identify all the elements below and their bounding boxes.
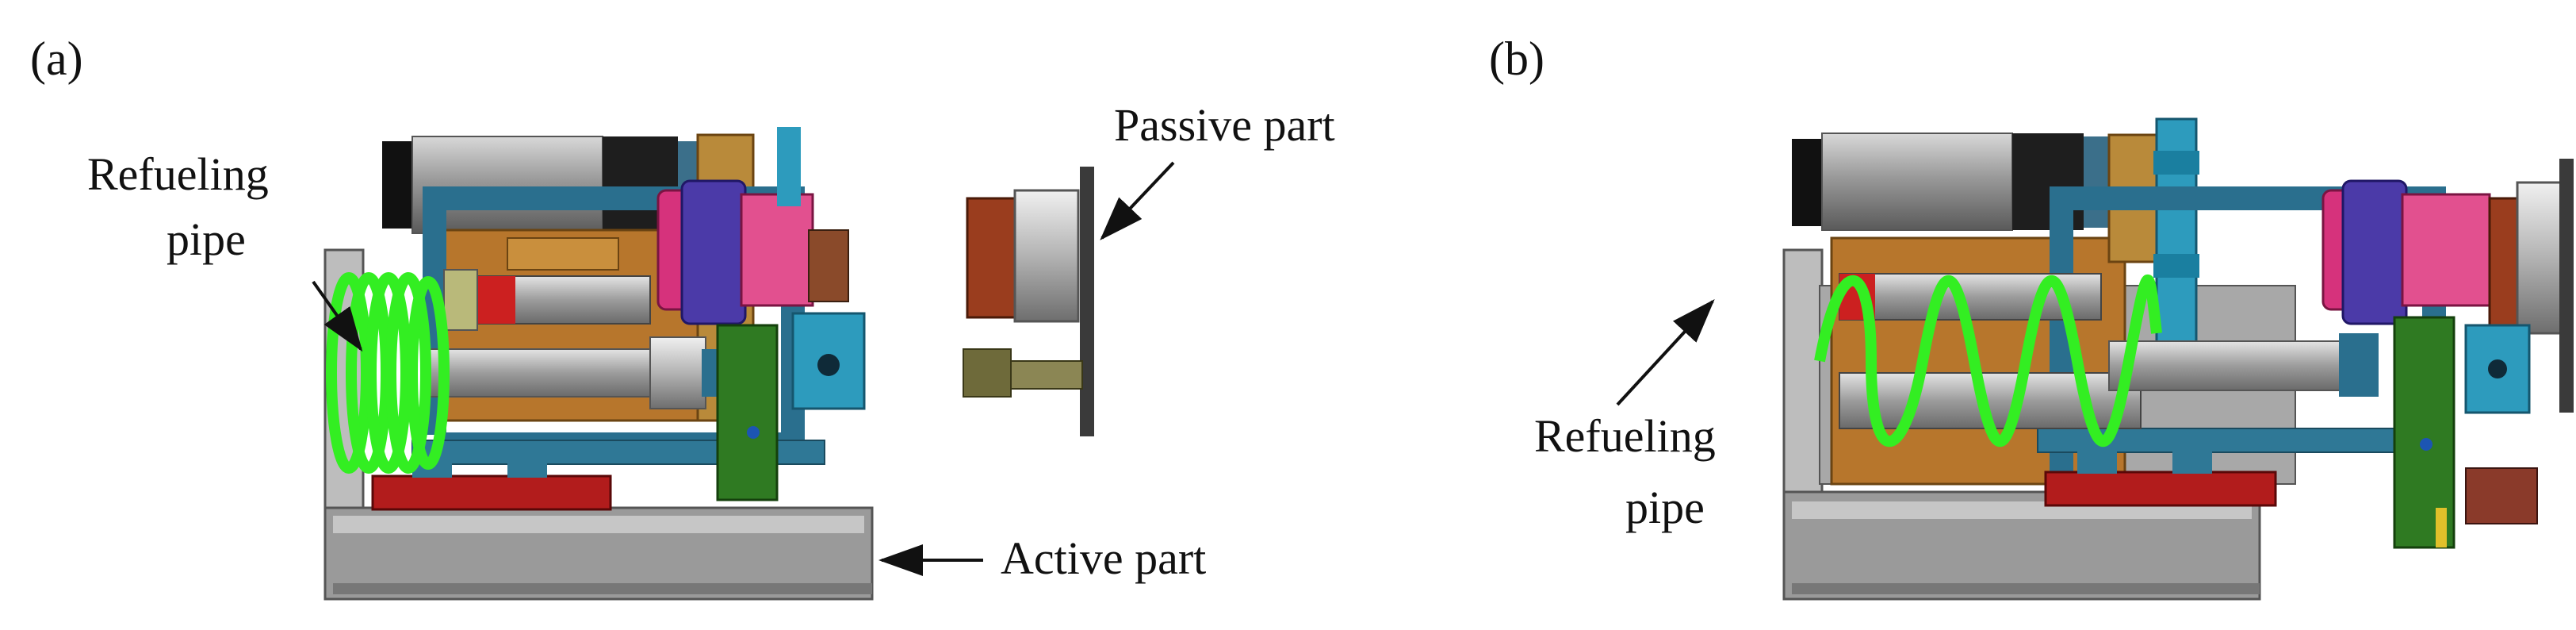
panel-a: (a) Refueling pipe Passive part Active p… [30, 33, 1335, 601]
coupling-a [656, 127, 849, 325]
active-part-label: Active part [1001, 532, 1207, 584]
panel-b-label: (b) [1489, 33, 1544, 85]
panel-a-label: (a) [30, 33, 83, 85]
gear-b [2153, 117, 2199, 359]
refueling-pipe-leader-b [1616, 299, 1715, 406]
coupling-b [2321, 159, 2574, 413]
mechanism-drawing-a [312, 127, 1175, 601]
mechanism-drawing-b [1616, 117, 2574, 601]
refueling-pipe-label-b2: pipe [1625, 482, 1705, 533]
refuel-rod-a [427, 336, 725, 409]
refueling-pipe-label-a2: pipe [167, 213, 246, 265]
panel-b: (b) Refueling pipe [1459, 0, 2576, 630]
red-blocks-b [2044, 440, 2277, 507]
passive-part-a [963, 167, 1094, 436]
refueling-pipe-label-b1: Refueling [1534, 410, 1716, 462]
green-plate-a [716, 312, 866, 501]
refueling-spring-b [1814, 275, 2162, 448]
refuel-rod-b [2108, 333, 2379, 397]
refueling-pipe-label-a1: Refueling [87, 148, 269, 200]
lead-screw-a [443, 269, 651, 331]
refueling-pipe-leader-a [312, 280, 363, 352]
passive-part-label: Passive part [1114, 99, 1335, 151]
passive-part-leader [1100, 161, 1175, 240]
refueling-spring-a [326, 272, 450, 474]
red-blocks-a [371, 444, 612, 511]
green-plate-b [2393, 316, 2538, 549]
